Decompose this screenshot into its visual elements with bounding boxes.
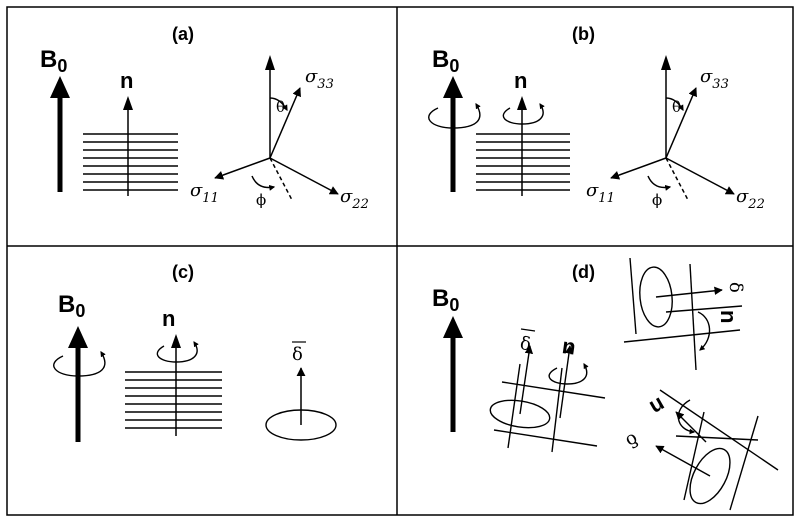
b0-field-arrow [68, 326, 88, 442]
panel-b-label: (b) [572, 24, 595, 44]
b0-field-arrow [50, 76, 70, 192]
phi-label: ϕ [652, 191, 662, 209]
sigma22-label: σ22 [340, 186, 369, 212]
theta-label: θ [276, 98, 285, 116]
panel-c-label: (c) [172, 262, 194, 282]
sigma33-label: σ33 [305, 66, 334, 92]
delta-bar-label: δ [725, 282, 746, 293]
normal-label: n [716, 310, 741, 323]
b0-label: B0 [432, 285, 459, 315]
normal-vector-arrow [123, 96, 133, 196]
normal-label: n [646, 392, 670, 420]
tilted-bilayer-2 [623, 257, 743, 371]
normal-rotation-arrow [502, 103, 545, 125]
normal-label: n [514, 68, 527, 93]
panel-d-label: (d) [572, 262, 595, 282]
bilayer-stack [125, 371, 222, 429]
panel-a: (a) B0 n [40, 24, 369, 212]
tilted-bilayer-3 [655, 389, 779, 511]
tensor-axes [214, 55, 339, 201]
sigma11-label: σ11 [586, 180, 615, 206]
sigma11-label: σ11 [190, 180, 219, 206]
normal-rotation-arrow [156, 341, 199, 363]
b0-label: B0 [432, 46, 459, 76]
b0-label: B0 [40, 46, 67, 76]
delta-bar-label: δ [292, 344, 303, 365]
normal-label: n [120, 68, 133, 93]
theta-label: θ [672, 98, 681, 116]
normal-vector-arrow [171, 334, 181, 436]
b0-field-arrow [443, 76, 463, 192]
delta-bar-vector [265, 367, 337, 441]
panel-a-label: (a) [172, 24, 194, 44]
panel-d: (d) B0 δ n n [432, 257, 779, 511]
b0-rotation-arrow [53, 351, 106, 377]
sigma22-label: σ22 [736, 186, 765, 212]
panel-c: (c) B0 n [53, 262, 337, 442]
delta-bar-label: δ [519, 333, 533, 355]
b0-label: B0 [58, 291, 85, 321]
tensor-axes [610, 55, 735, 201]
sigma33-label: σ33 [700, 66, 729, 92]
b0-rotation-arrow [428, 103, 481, 129]
bilayer-stack [476, 133, 570, 191]
delta-bar-overline [520, 328, 536, 332]
bilayer-stack [83, 133, 178, 191]
panel-b: (b) B0 n [428, 24, 765, 212]
figure-frame [6, 6, 794, 516]
b0-field-arrow [443, 316, 463, 432]
normal-vector-arrow [517, 96, 527, 196]
normal-label: n [162, 306, 175, 331]
normal-label: n [561, 333, 578, 360]
phi-label: ϕ [256, 191, 266, 209]
tilted-bilayer-1 [489, 345, 606, 453]
delta-bar-label: δ [622, 428, 642, 452]
